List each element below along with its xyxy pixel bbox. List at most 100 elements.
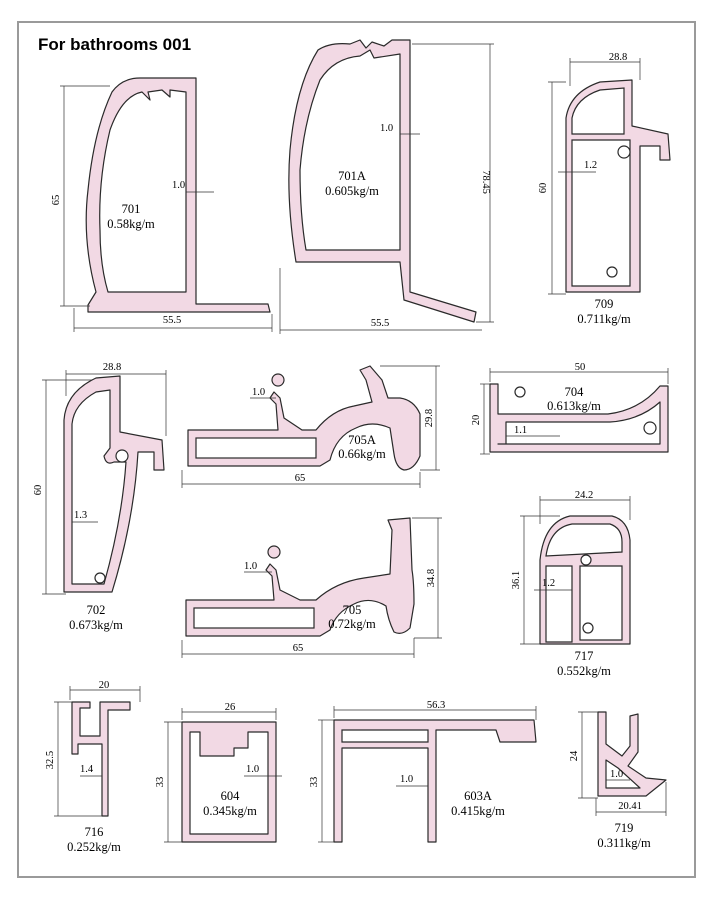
- profile-709-inner: [571, 139, 631, 287]
- profile-716-dim-wall: 1.4: [80, 764, 94, 775]
- profile-603A-cavity: [341, 729, 429, 743]
- profile-702-screw-port-bottom: [94, 572, 106, 584]
- profile-716-shape: [71, 701, 131, 817]
- profile-701A-weight: 0.605kg/m: [325, 184, 379, 198]
- profile-705-dim-height: 34.8: [426, 569, 437, 587]
- profile-603A: 56.3 33 1.0 603A 0.415kg/m: [309, 700, 537, 843]
- profile-716-dim-height: 32.5: [45, 751, 56, 769]
- profile-705-weight: 0.72kg/m: [328, 617, 376, 631]
- profile-604-dim-height: 33: [155, 777, 166, 788]
- profile-705A-code: 705A: [348, 433, 376, 447]
- profile-702: 28.8 60 1.3 702 0.673kg/m: [33, 362, 167, 632]
- profile-705A-dim-wall: 1.0: [252, 387, 265, 398]
- profile-604-shape: [181, 721, 277, 843]
- profile-705-dim-wall: 1.0: [244, 561, 257, 572]
- profile-702-dim-width: 28.8: [103, 362, 121, 373]
- profile-717-inner: [545, 523, 623, 557]
- profile-705-shape: [185, 517, 415, 637]
- profile-701-dim-width: 55.5: [163, 315, 181, 326]
- profile-603A-dim-height: 33: [309, 777, 320, 788]
- profile-717-weight: 0.552kg/m: [557, 664, 611, 678]
- profile-704-dim-wall: 1.1: [514, 425, 527, 436]
- profile-705-bulb: [267, 545, 281, 559]
- profile-709: 28.8 60 1.2 709 0.711kg/m: [538, 52, 671, 326]
- profile-716-dim-width: 20: [99, 680, 110, 691]
- profile-705-dim-width: 65: [293, 643, 304, 654]
- profile-701-code: 701: [122, 202, 141, 216]
- profile-604-code: 604: [221, 789, 241, 803]
- profile-604: 26 33 1.0 604 0.345kg/m: [155, 702, 282, 843]
- profile-717-cavity-right: [579, 565, 623, 641]
- profile-719-code: 719: [615, 821, 634, 835]
- profile-717-screw-port: [580, 554, 592, 566]
- profile-705: 1.0 34.8 65 705 0.72kg/m: [181, 517, 442, 658]
- profile-709-inner-top: [571, 87, 625, 135]
- profile-719-dim-height: 24: [569, 750, 580, 761]
- profile-701: 65 55.5 1.0 701 0.58kg/m: [51, 77, 273, 332]
- profile-701-dim-height: 65: [51, 195, 62, 206]
- profile-717-dim-height: 36.1: [511, 571, 522, 589]
- profile-603A-dim-width: 56.3: [427, 700, 445, 711]
- profile-709-screw-port-bottom: [606, 266, 618, 278]
- profile-709-code: 709: [595, 297, 614, 311]
- profile-702-code: 702: [87, 603, 106, 617]
- profile-704-shape: [489, 383, 669, 453]
- profile-702-screw-port: [115, 449, 129, 463]
- profile-717: 24.2 36.1 1.2 717 0.552kg/m: [511, 490, 631, 678]
- profile-717-code: 717: [575, 649, 594, 663]
- profile-603A-weight: 0.415kg/m: [451, 804, 505, 818]
- profile-719-dim-width: 20.41: [618, 801, 642, 812]
- profile-702-dim-wall: 1.3: [74, 510, 87, 521]
- profile-717-dim-width: 24.2: [575, 490, 593, 501]
- profile-709-dim-height: 60: [538, 183, 549, 194]
- profile-717-cavity: [545, 565, 573, 643]
- profile-719-shape: [597, 711, 667, 797]
- profile-709-dim-width: 28.8: [609, 52, 627, 63]
- profile-705A-weight: 0.66kg/m: [338, 447, 386, 461]
- profile-716: 20 32.5 1.4 716 0.252kg/m: [45, 680, 141, 854]
- profile-709-dim-wall: 1.2: [584, 160, 597, 171]
- profile-704-dim-height: 20: [471, 415, 482, 426]
- profile-704-code: 704: [565, 385, 585, 399]
- profile-705A: 1.0 29.8 65 705A 0.66kg/m: [181, 365, 440, 488]
- profile-702-shape: [63, 375, 165, 593]
- profile-701-dim-wall: 1.0: [172, 180, 185, 191]
- profile-704-dim-width: 50: [575, 362, 586, 373]
- profile-604-dim-width: 26: [225, 702, 236, 713]
- profile-705A-dim-height: 29.8: [424, 409, 435, 427]
- profile-604-dim-wall: 1.0: [246, 764, 259, 775]
- profile-717-dim-wall: 1.2: [542, 578, 555, 589]
- profile-716-weight: 0.252kg/m: [67, 840, 121, 854]
- profile-705-channel: [193, 607, 315, 629]
- profile-701A-dim-wall: 1.0: [380, 123, 393, 134]
- profile-704: 50 20 1.1 704 0.613kg/m: [471, 362, 669, 455]
- profile-705A-channel: [195, 437, 317, 459]
- profile-709-screw-port: [617, 145, 631, 159]
- profile-603A-shape: [333, 719, 537, 843]
- profile-719-dim-wall: 1.0: [610, 769, 623, 780]
- profile-603A-dim-wall: 1.0: [400, 774, 413, 785]
- profile-716-code: 716: [85, 825, 104, 839]
- profile-701-shape: [85, 77, 271, 313]
- page-title: For bathrooms 001: [38, 35, 192, 54]
- profile-701-weight: 0.58kg/m: [107, 217, 155, 231]
- profile-719-weight: 0.311kg/m: [597, 836, 651, 850]
- profile-701A-dim-width: 55.5: [371, 318, 389, 329]
- profile-705-code: 705: [343, 603, 362, 617]
- profile-705A-dim-width: 65: [295, 473, 306, 484]
- profile-704-weight: 0.613kg/m: [547, 399, 601, 413]
- profile-701A-shape: [288, 39, 477, 323]
- profile-717-screw-port-bottom: [582, 622, 594, 634]
- profile-704-bead: [514, 386, 526, 398]
- profile-719: 24 20.41 1.0 719 0.311kg/m: [569, 711, 667, 850]
- profile-604-weight: 0.345kg/m: [203, 804, 257, 818]
- profile-603A-code: 603A: [464, 789, 492, 803]
- profile-702-weight: 0.673kg/m: [69, 618, 123, 632]
- profile-705A-bulb: [271, 373, 285, 387]
- profile-709-weight: 0.711kg/m: [577, 312, 631, 326]
- profile-704-screw-port: [643, 421, 657, 435]
- profile-701A: 78.45 55.5 1.0 701A 0.605kg/m: [279, 39, 494, 334]
- profile-701A-dim-height: 78.45: [480, 170, 491, 194]
- profile-701A-code: 701A: [338, 169, 366, 183]
